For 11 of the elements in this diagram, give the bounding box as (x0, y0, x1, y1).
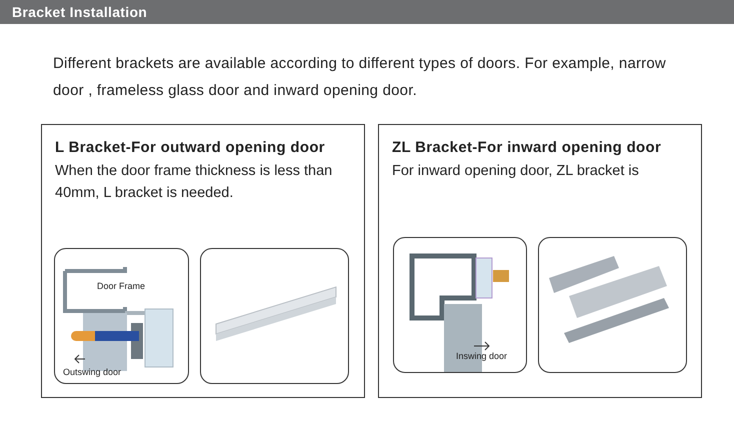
panel-description: For inward opening door, ZL bracket is (392, 162, 640, 181)
part-label: Door Frame (97, 281, 146, 291)
panel-heading: ZL Bracket-For inward opening door (392, 139, 662, 156)
panel-heading: L Bracket-For outward opening door (55, 139, 325, 156)
section-title: Bracket Installation (12, 4, 148, 20)
panel-description: When the door frame thickness is less than 40mm, L bracket is needed. (55, 162, 334, 203)
bracket-panel (378, 124, 702, 398)
bracket-panel (41, 124, 365, 398)
door-caption: Inswing door (456, 351, 508, 361)
intro-text: Different brackets are available according to different types of doors. For example, narrow door , frameless glass door and inward opening door. (53, 54, 667, 101)
door-caption: Outswing door (63, 367, 122, 377)
